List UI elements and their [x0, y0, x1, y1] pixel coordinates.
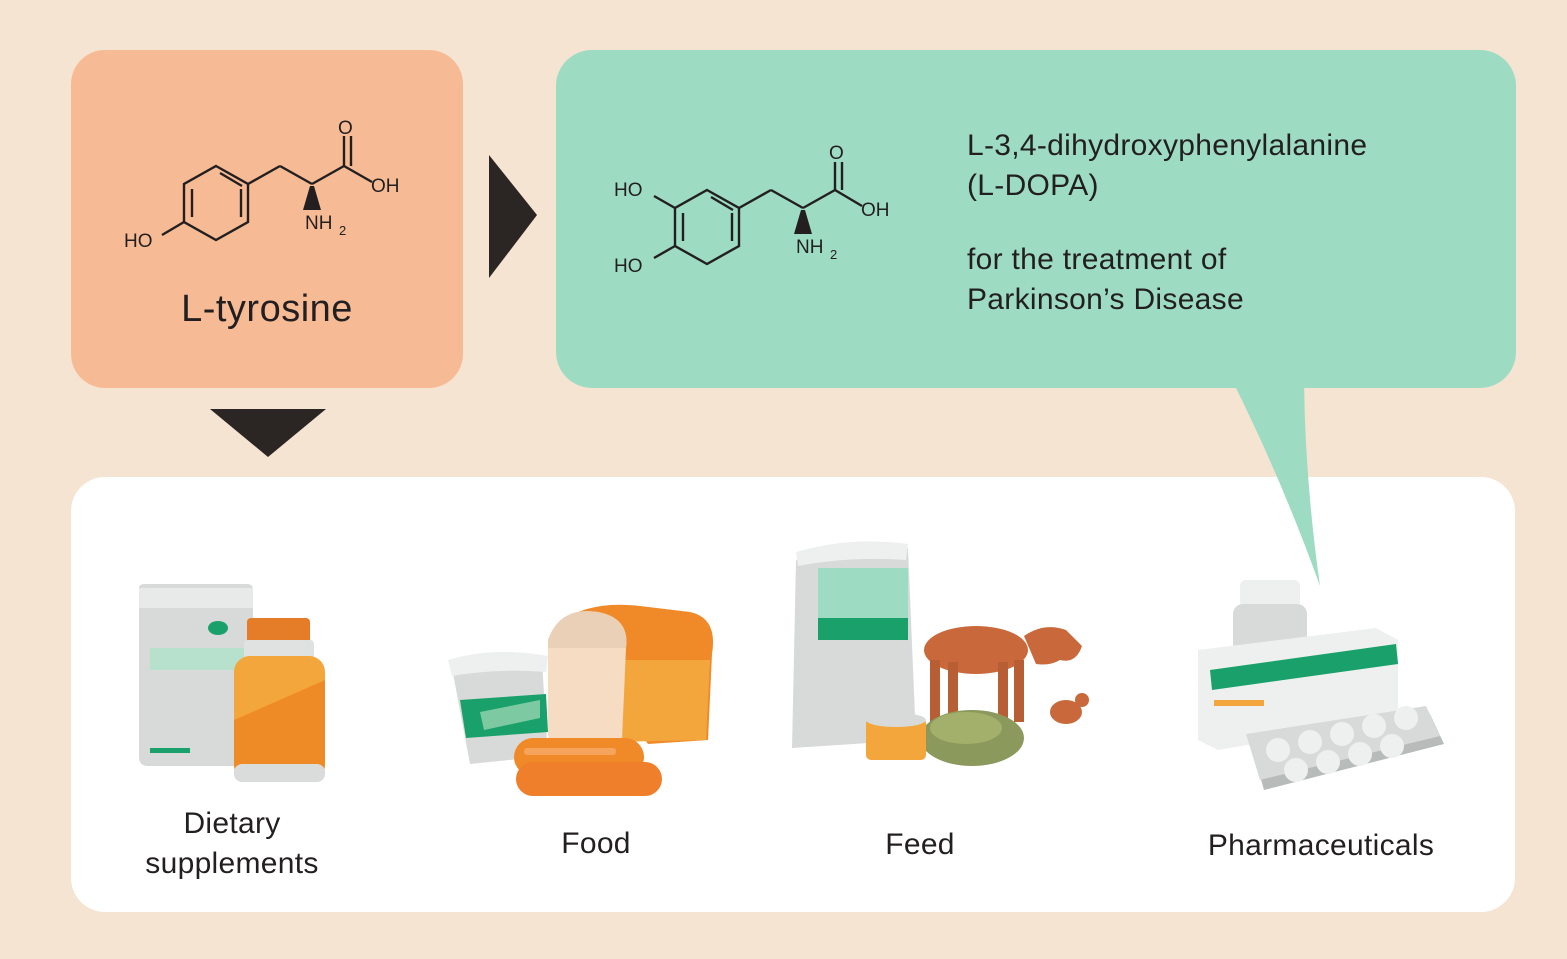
- down-arrow-icon: [210, 409, 326, 457]
- tyrosine-name: L-tyrosine: [181, 288, 353, 330]
- right-arrow-icon: [489, 155, 537, 278]
- product-label-line: Feed: [885, 828, 955, 861]
- dopa-atom-o: O: [829, 143, 844, 164]
- dopa-atom-ho-top: HO: [614, 180, 643, 201]
- product-label-line: Pharmaceuticals: [1207, 829, 1435, 862]
- dopa-atom-ho-bottom: HO: [614, 256, 643, 277]
- dopa-wedge-bond: [794, 210, 812, 234]
- dopa-use-line2: Parkinson’s Disease: [967, 283, 1244, 316]
- product-label-line: Dietary: [183, 807, 281, 840]
- tyrosine-box: [71, 50, 463, 388]
- dopa-description: L-3,4-dihydroxyphenylalanine (L-DOPA) fo…: [967, 126, 1367, 320]
- feed-icon: [792, 541, 1089, 766]
- food-icon: [448, 604, 714, 796]
- product-label-feed: Feed: [820, 825, 1020, 865]
- tyrosine-atom-o: O: [338, 118, 353, 139]
- tyrosine-atom-nh: NH: [305, 213, 332, 234]
- tyrosine-atom-ho: HO: [124, 231, 153, 252]
- dopa-structure: [653, 162, 863, 266]
- dopa-atom-oh: OH: [861, 200, 890, 221]
- dopa-name-line1: L-3,4-dihydroxyphenylalanine: [967, 129, 1368, 162]
- pharmaceuticals-icon: [1198, 580, 1444, 790]
- products-panel: [71, 477, 1515, 912]
- dopa-callout: [556, 50, 1516, 586]
- tyrosine-wedge-bond: [303, 186, 321, 210]
- tyrosine-atom-oh: OH: [371, 176, 400, 197]
- dopa-atom-nh: NH: [796, 237, 823, 258]
- product-label-pharmaceuticals: Pharmaceuticals: [1160, 826, 1482, 866]
- product-label-food: Food: [496, 824, 696, 864]
- product-label-line: Food: [561, 827, 631, 860]
- product-label-supplements: Dietary supplements: [112, 804, 352, 884]
- tyrosine-atom-sub2: 2: [339, 223, 346, 238]
- product-label-line: supplements: [145, 847, 319, 880]
- supplements-icon: [139, 584, 325, 782]
- tyrosine-structure: [161, 136, 373, 242]
- dopa-use-line1: for the treatment of: [967, 243, 1227, 276]
- dopa-atom-sub2: 2: [830, 247, 837, 262]
- dopa-name-line2: (L-DOPA): [967, 169, 1099, 202]
